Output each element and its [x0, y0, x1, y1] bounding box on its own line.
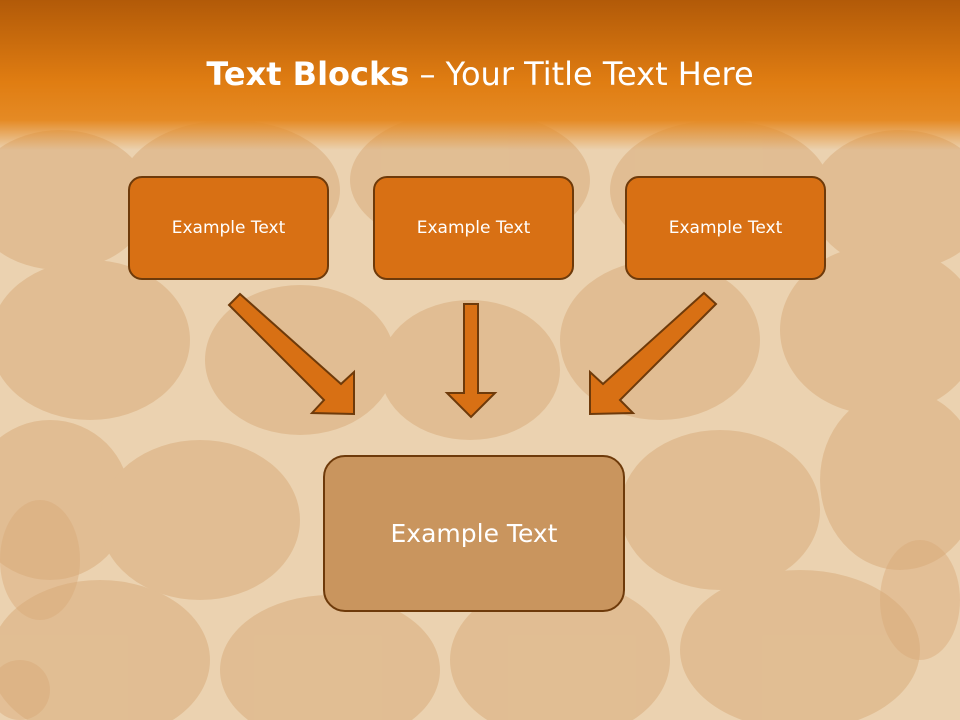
text-block-result[interactable]: Example Text: [323, 455, 625, 612]
slide-title: Text Blocks – Your Title Text Here: [0, 52, 960, 96]
arrow-right: [589, 291, 718, 416]
text-block-center-label: Example Text: [416, 218, 531, 238]
text-block-right-label: Example Text: [668, 218, 783, 238]
arrow-center: [444, 303, 498, 419]
title-banner: [0, 0, 960, 150]
text-block-center[interactable]: Example Text: [373, 176, 574, 280]
arrow-left: [227, 292, 355, 416]
text-block-right[interactable]: Example Text: [625, 176, 826, 280]
title-rest: Your Title Text Here: [445, 55, 754, 93]
text-block-left[interactable]: Example Text: [128, 176, 329, 280]
text-block-left-label: Example Text: [171, 218, 286, 238]
title-separator: –: [409, 55, 446, 93]
text-block-result-label: Example Text: [390, 519, 558, 548]
title-bold: Text Blocks: [206, 55, 410, 93]
